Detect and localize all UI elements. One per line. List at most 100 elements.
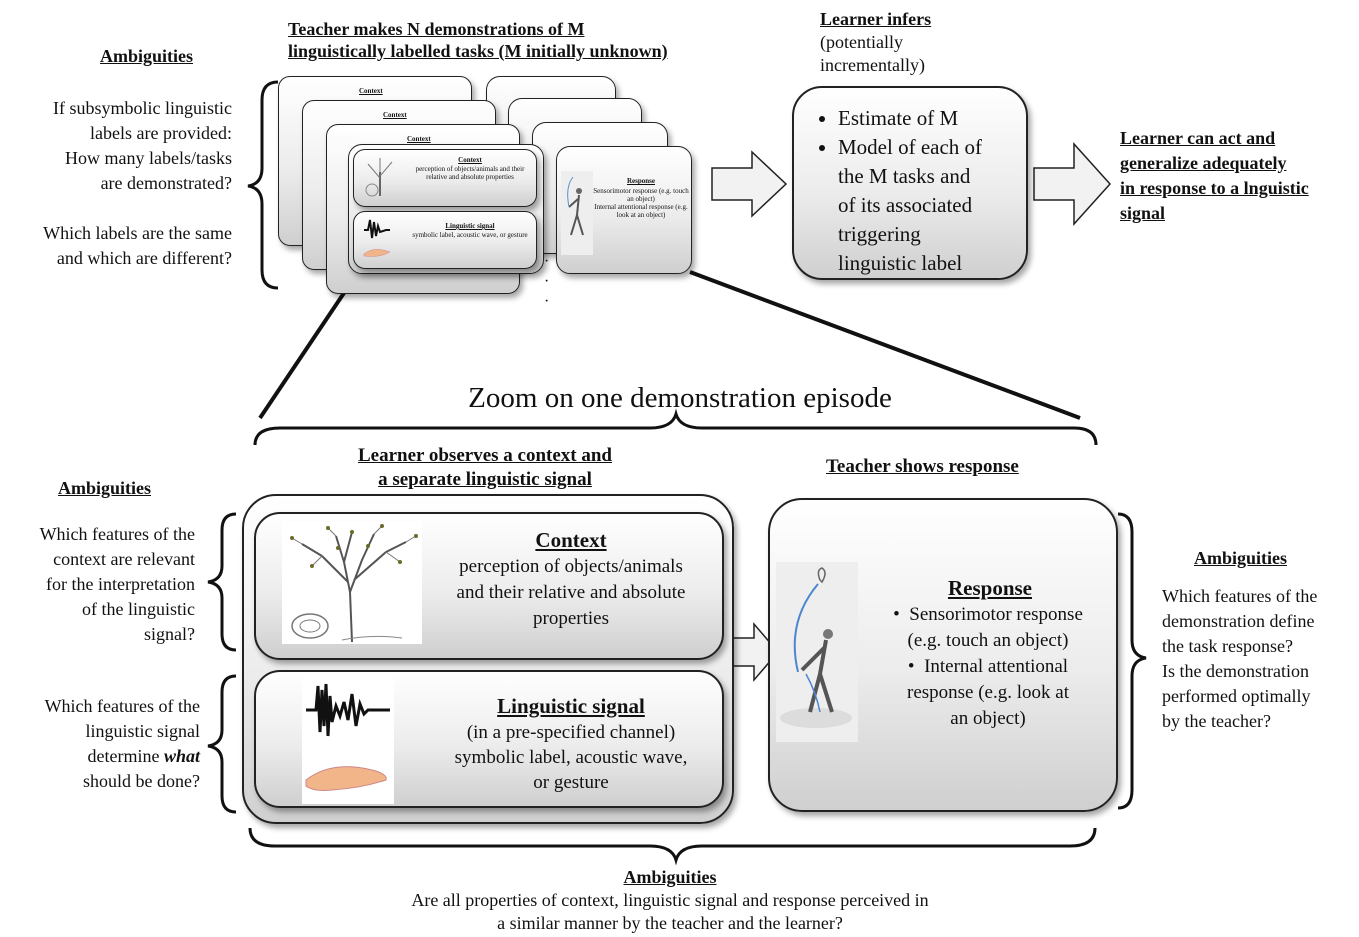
- bottom-ambiguities-heading: Ambiguities: [623, 867, 717, 887]
- mini-tree-image: [365, 158, 393, 197]
- learner-observes-l2: a separate linguistic signal: [378, 469, 592, 490]
- context-l1: perception of objects/animals: [459, 556, 683, 577]
- ctx-amb-l4: of the linguistic: [82, 599, 195, 619]
- arrow-to-learner-infers: [711, 150, 788, 218]
- demo-mini-context: Context perception of objects/animals an…: [353, 149, 537, 207]
- ctx-amb-l1: Which features of the: [39, 524, 195, 544]
- demo-mini-response-b2: Internal attentional response (e.g. look…: [594, 203, 688, 219]
- outcome-l2: generalize adequately: [1120, 153, 1287, 173]
- response-bullet-attentional: • Internal attentional response (e.g. lo…: [866, 654, 1110, 732]
- infer-item-model: Model of each of the M tasks and of its …: [838, 133, 1038, 278]
- right-amb-l3: the task response?: [1162, 636, 1293, 656]
- context-ambiguities: Which features of the context are releva…: [0, 522, 195, 647]
- infer-model-l1: Model of each of: [838, 135, 983, 159]
- right-ambiguities-heading: Ambiguities: [1194, 548, 1288, 568]
- resp-b2-l1: Internal attentional: [924, 656, 1069, 677]
- resp-b1-l2: (e.g. touch an object): [907, 630, 1069, 651]
- response-bullets: • Sensorimotor response (e.g. touch an o…: [866, 602, 1110, 732]
- bottom-amb-l1: Are all properties of context, linguisti…: [411, 890, 929, 910]
- zoom-line-left: [258, 282, 352, 420]
- zoom-line-right: [689, 270, 1081, 420]
- resp-b1-l1: Sensorimotor response: [909, 604, 1083, 625]
- dot-3: ·: [544, 293, 550, 310]
- right-amb-l5: performed optimally: [1162, 686, 1311, 706]
- dot-2: ·: [544, 273, 550, 290]
- top-amb-q2-l1: Which labels are the same: [43, 223, 232, 243]
- demo-mini-signal: Linguistic signal symbolic label, acoust…: [353, 211, 537, 269]
- context-l3: properties: [533, 608, 609, 629]
- right-amb-l1: Which features of the: [1162, 586, 1318, 606]
- infer-model-l3: of its associated: [838, 193, 973, 217]
- demo-mini-signal-text: symbolic label, acoustic wave, or gestur…: [412, 231, 528, 239]
- demo-mini-response-title: Response: [626, 177, 655, 185]
- top-amb-q1-l3: How many labels/tasks: [65, 148, 232, 168]
- signal-l1: (in a pre-specified channel): [466, 722, 676, 743]
- demo-mini-response-bullets: Sensorimotor response (e.g. touch an obj…: [593, 187, 689, 219]
- arrow-to-outcome: [1033, 142, 1112, 226]
- context-title: Context: [535, 528, 607, 552]
- learner-infers-header: Learner infers (potentially incrementall…: [820, 8, 931, 77]
- learner-infers-list: Estimate of M Model of each of the M tas…: [816, 104, 1038, 278]
- sig-amb-l3: determine what: [0, 744, 201, 769]
- learner-infers-title: Learner infers: [820, 9, 932, 29]
- mini-signal-image: [363, 219, 391, 257]
- response-bullet-sensorimotor: • Sensorimotor response (e.g. touch an o…: [866, 602, 1110, 654]
- bottom-left-ambiguities-heading: Ambiguities: [58, 478, 152, 498]
- infer-model-l2: the M tasks and: [838, 164, 971, 188]
- demo-mini-response: Response Sensorimotor response (e.g. tou…: [556, 146, 692, 274]
- demo-mini-response-b1: Sensorimotor response (e.g. touch an obj…: [593, 187, 689, 203]
- context-box: Context perception of objects/animals an…: [254, 512, 724, 660]
- demo-card-front: Context perception of objects/animals an…: [348, 144, 544, 274]
- sig-amb-l1: Which features of the: [44, 696, 200, 716]
- teacher-shows-heading: Teacher shows response: [826, 456, 1019, 477]
- mini-person-image: [561, 171, 593, 255]
- linguistic-signal-box: Linguistic signal (in a pre-specified ch…: [254, 670, 724, 808]
- signal-title: Linguistic signal: [497, 694, 645, 718]
- response-box: Response • Sensorimotor response (e.g. t…: [768, 498, 1118, 812]
- learner-observes-heading: Learner observes a context and a separat…: [300, 444, 670, 492]
- sig-amb-l2: linguistic signal: [85, 721, 201, 741]
- bottom-brace: [248, 827, 1097, 866]
- teacher-response-image: [776, 562, 858, 742]
- learner-infers-box: Estimate of M Model of each of the M tas…: [792, 86, 1028, 280]
- demo-card-back-1-title: Context: [359, 87, 383, 95]
- demo-mini-signal-title: Linguistic signal: [445, 222, 495, 230]
- learner-infers-sub1: (potentially: [820, 32, 903, 52]
- top-left-brace: [247, 80, 279, 290]
- top-amb-q2-l2: and which are different?: [56, 248, 232, 268]
- left-brace-context: [207, 512, 237, 652]
- response-title: Response: [947, 576, 1032, 600]
- top-ambiguities-heading: Ambiguities: [100, 46, 194, 66]
- resp-b2-l3: an object): [950, 708, 1026, 729]
- teacher-title-line2: linguistically labelled tasks (M initial…: [288, 41, 668, 61]
- right-amb-l4: Is the demonstration: [1162, 661, 1309, 681]
- infer-model-l4: triggering: [838, 222, 921, 246]
- tree-image: [282, 522, 422, 644]
- demo-card-back-3-title: Context: [407, 135, 431, 143]
- teacher-title-line1: Teacher makes N demonstrations of M: [288, 19, 585, 39]
- outcome-l3: in response to a lnguistic: [1120, 178, 1309, 198]
- top-amb-q1-l1: If subsymbolic linguistic: [53, 98, 232, 118]
- dot-1: ·: [544, 253, 550, 270]
- bottom-ambiguities: Ambiguities Are all properties of contex…: [300, 866, 1040, 935]
- learner-observes-l1: Learner observes a context and: [357, 445, 612, 466]
- signal-image: [302, 676, 394, 804]
- outcome-l1: Learner can act and: [1120, 128, 1276, 148]
- signal-l2: symbolic label, acoustic wave,: [454, 747, 688, 768]
- infer-item-estimate: Estimate of M: [838, 104, 1038, 133]
- sig-amb-l3-em: what: [163, 746, 200, 766]
- context-description: perception of objects/animals and their …: [430, 554, 712, 632]
- zoom-title: Zoom on one demonstration episode: [468, 382, 892, 414]
- top-ambiguities-questions: If subsymbolic linguistic labels are pro…: [0, 96, 232, 271]
- top-amb-q1-l4: are demonstrated?: [100, 173, 232, 193]
- left-brace-signal: [207, 674, 237, 814]
- sig-amb-l4: should be done?: [83, 771, 200, 791]
- demo-card-back-2-title: Context: [383, 111, 407, 119]
- bottom-amb-l2: a similar manner by the teacher and the …: [497, 913, 843, 933]
- context-l2: and their relative and absolute: [456, 582, 686, 603]
- outcome-l4: signal: [1120, 203, 1166, 223]
- signal-l3: or gesture: [533, 772, 609, 793]
- demo-mini-context-text: perception of objects/animals and their …: [415, 165, 525, 181]
- teacher-title: Teacher makes N demonstrations of M ling…: [288, 18, 668, 62]
- learner-outcome: Learner can act and generalize adequatel…: [1120, 126, 1309, 226]
